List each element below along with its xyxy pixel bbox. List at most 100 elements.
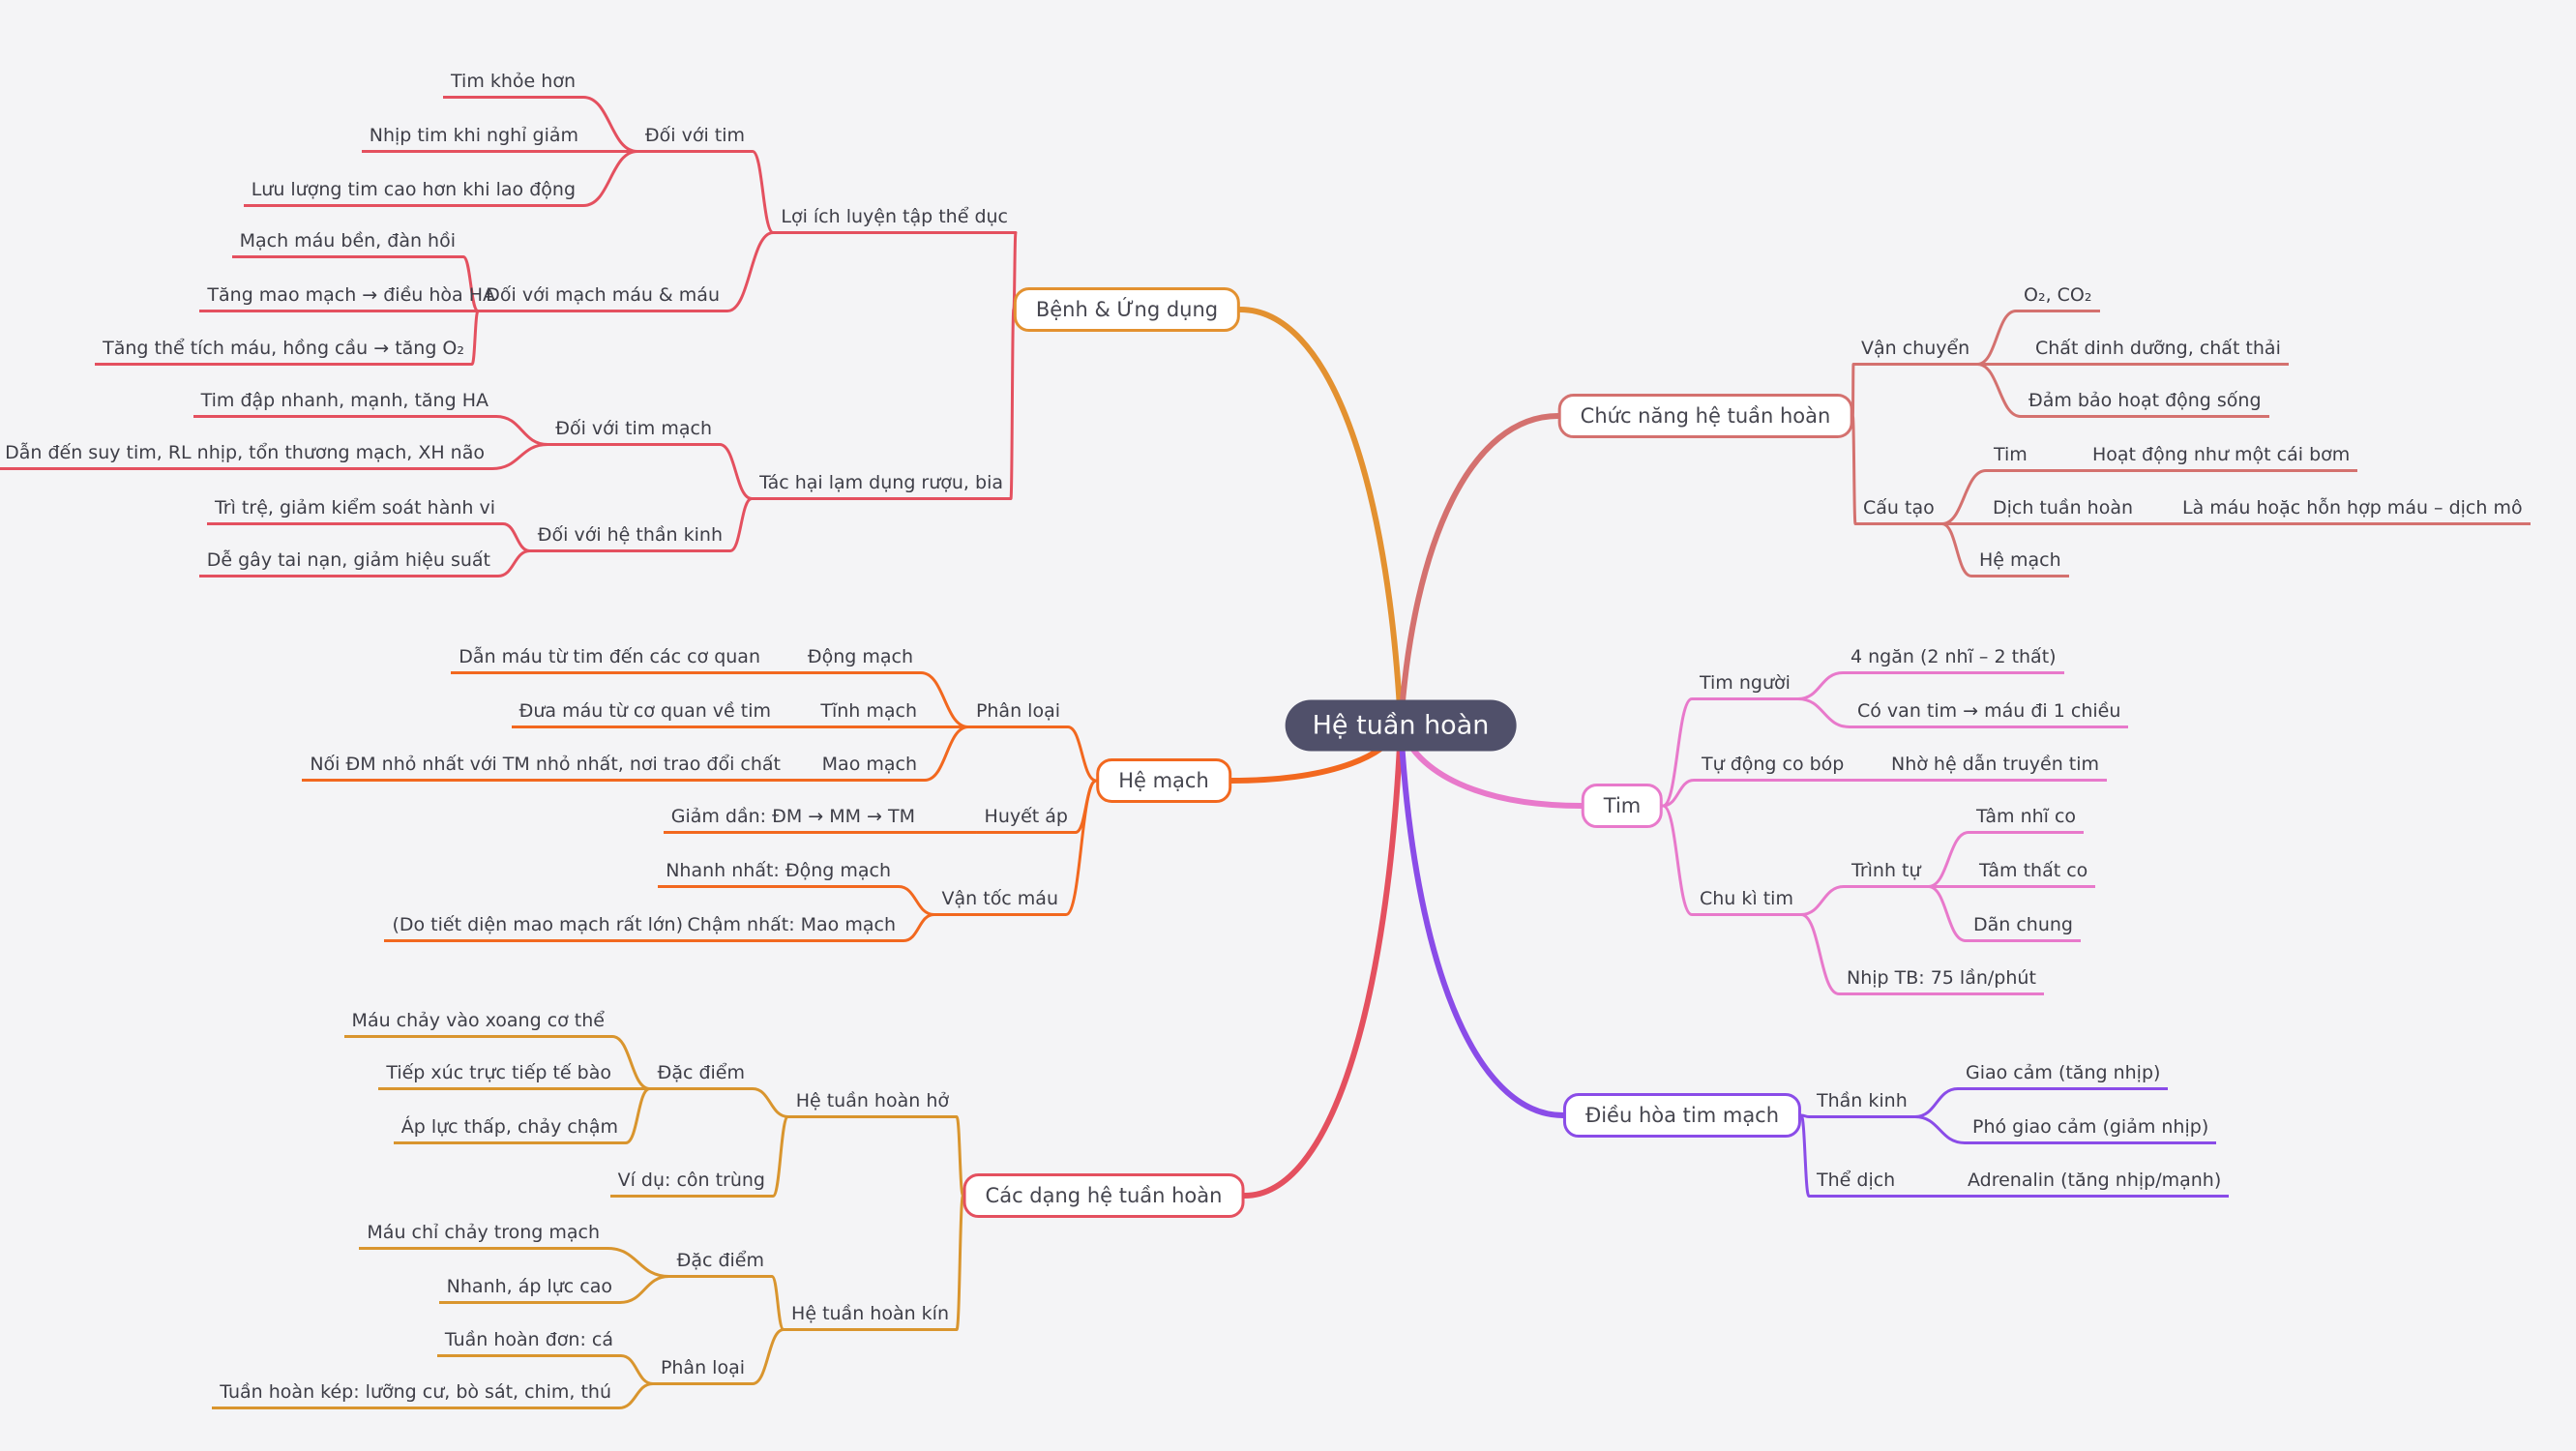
edge bbox=[1398, 723, 1566, 1118]
node-phan-loai[interactable]: Phân loại bbox=[652, 1353, 753, 1385]
node-do-tiet-dien-mao-mach-rat-lon[interactable]: (Do tiết diện mao mạch rất lớn) bbox=[384, 910, 691, 942]
edge bbox=[606, 1247, 671, 1278]
node-tam-that-co[interactable]: Tâm thất co bbox=[1971, 856, 2096, 888]
edge bbox=[771, 1115, 790, 1198]
node-co-van-tim-mau-i-1-chieu[interactable]: Có van tim → máu đi 1 chiều bbox=[1850, 696, 2129, 728]
node-mach-mau-ben-an-hoi[interactable]: Mạch máu bền, đàn hồi bbox=[231, 226, 463, 258]
topic-cac-dang-he-tuan-hoan[interactable]: Các dạng hệ tuần hoàn bbox=[962, 1173, 1245, 1218]
node-hoat-ong-nhu-mot-cai-bom[interactable]: Hoạt động như một cái bơm bbox=[2085, 440, 2358, 472]
edge bbox=[1398, 413, 1561, 728]
node-mau-chi-chay-trong-mach[interactable]: Máu chỉ chảy trong mạch bbox=[359, 1218, 607, 1250]
node-van-toc-mau[interactable]: Vận tốc máu bbox=[933, 884, 1066, 916]
node-oi-voi-he-than-kinh[interactable]: Đối với hệ thần kinh bbox=[529, 520, 730, 552]
node-cau-tao[interactable]: Cấu tạo bbox=[1855, 493, 1942, 525]
node-he-tuan-hoan-kin[interactable]: Hệ tuần hoàn kín bbox=[784, 1299, 957, 1331]
edge bbox=[725, 231, 775, 312]
node-tac-hai-lam-dung-ruou-bia[interactable]: Tác hại lạm dụng rượu, bia bbox=[752, 468, 1011, 500]
node-nhanh-ap-luc-cao[interactable]: Nhanh, áp lực cao bbox=[438, 1272, 620, 1304]
node-trinh-tu[interactable]: Trình tự bbox=[1844, 856, 1929, 888]
node-oi-voi-tim[interactable]: Đối với tim bbox=[637, 121, 753, 153]
node-tam-nhi-co[interactable]: Tâm nhĩ co bbox=[1969, 802, 2085, 834]
node-dich-tuan-hoan[interactable]: Dịch tuần hoàn bbox=[1985, 493, 2142, 525]
edge bbox=[1661, 779, 1696, 808]
root-node-label: Hệ tuần hoàn bbox=[1312, 710, 1490, 741]
topic-he-mach[interactable]: Hệ mạch bbox=[1096, 758, 1231, 803]
node-giao-cam-tang-nhip[interactable]: Giao cảm (tăng nhịp) bbox=[1958, 1058, 2169, 1090]
topic-benh-ung-dung[interactable]: Bệnh & Ứng dụng bbox=[1013, 287, 1241, 332]
node-dan-chung[interactable]: Dãn chung bbox=[1966, 910, 2081, 942]
node-huyet-ap[interactable]: Huyết áp bbox=[976, 802, 1076, 834]
node-tang-mao-mach-ieu-hoa-ha[interactable]: Tăng mao mạch → điều hòa HA bbox=[199, 281, 503, 312]
node-de-gay-tai-nan-giam-hieu-suat[interactable]: Dễ gây tai nạn, giảm hiệu suất bbox=[198, 546, 498, 577]
node-o-co[interactable]: O₂, CO₂ bbox=[2016, 281, 2100, 312]
node-tuan-hoan-kep-luong-cu-bo-sat-chim-thu[interactable]: Tuần hoàn kép: lưỡng cư, bò sát, chim, t… bbox=[212, 1377, 619, 1409]
node-nho-he-dan-truyen-tim[interactable]: Nhờ hệ dẫn truyền tim bbox=[1883, 750, 2108, 782]
node-nhip-tb-75-lan-phut[interactable]: Nhịp TB: 75 lần/phút bbox=[1839, 963, 2044, 995]
node-tim-khoe-hon[interactable]: Tim khỏe hơn bbox=[443, 67, 583, 99]
node-oi-voi-tim-mach[interactable]: Đối với tim mạch bbox=[548, 414, 720, 446]
node-than-kinh[interactable]: Thần kinh bbox=[1809, 1086, 1915, 1118]
node-pho-giao-cam-giam-nhip[interactable]: Phó giao cảm (giảm nhịp) bbox=[1965, 1112, 2217, 1144]
node-loi-ich-luyen-tap-the-duc[interactable]: Lợi ích luyện tập thể dục bbox=[773, 202, 1016, 234]
node-tinh-mach[interactable]: Tĩnh mạch bbox=[813, 696, 925, 728]
node-tuan-hoan-on-ca[interactable]: Tuần hoàn đơn: cá bbox=[436, 1325, 621, 1357]
topic-tim[interactable]: Tim bbox=[1581, 784, 1664, 828]
edge bbox=[581, 150, 639, 207]
node-ong-mach[interactable]: Động mạch bbox=[799, 642, 921, 674]
node-am-bao-hoat-ong-song[interactable]: Đảm bảo hoạt động sống bbox=[2021, 386, 2269, 418]
node-chat-dinh-duong-chat-thai[interactable]: Chất dinh dưỡng, chất thải bbox=[2028, 334, 2289, 366]
node-tiep-xuc-truc-tiep-te-bao[interactable]: Tiếp xúc trực tiếp tế bào bbox=[378, 1058, 619, 1090]
node-tim-nguoi[interactable]: Tim người bbox=[1692, 668, 1798, 700]
edge bbox=[470, 310, 480, 366]
node-chu-ki-tim[interactable]: Chu kì tim bbox=[1692, 884, 1801, 916]
node-4-ngan-2-nhi-2-that[interactable]: 4 ngăn (2 nhĩ – 2 thất) bbox=[1843, 642, 2064, 674]
node-he-tuan-hoan-ho[interactable]: Hệ tuần hoàn hở bbox=[787, 1086, 957, 1118]
edge bbox=[1796, 697, 1851, 728]
edge bbox=[618, 1275, 671, 1304]
edge bbox=[494, 415, 549, 446]
node-nhip-tim-khi-nghi-giam[interactable]: Nhịp tim khi nghỉ giảm bbox=[361, 121, 586, 153]
node-oi-voi-mach-mau-mau[interactable]: Đối với mạch máu & máu bbox=[478, 281, 727, 312]
node-cham-nhat-mao-mach[interactable]: Chậm nhất: Mao mạch bbox=[679, 910, 903, 942]
node-nhanh-nhat-ong-mach[interactable]: Nhanh nhất: Động mạch bbox=[658, 856, 899, 888]
node-giam-dan-m-mm-tm[interactable]: Giảm dần: ĐM → MM → TM bbox=[663, 802, 923, 834]
root-node[interactable]: Hệ tuần hoàn bbox=[1285, 699, 1517, 752]
edge bbox=[1064, 779, 1098, 916]
edge bbox=[490, 443, 549, 470]
node-tu-ong-co-bop[interactable]: Tự động co bóp bbox=[1694, 750, 1852, 782]
node-mau-chay-vao-xoang-co-the[interactable]: Máu chảy vào xoang cơ thể bbox=[343, 1006, 612, 1038]
node-la-mau-hoac-hon-hop-mau-dich-mo[interactable]: Là máu hoặc hỗn hợp máu – dịch mô bbox=[2175, 493, 2531, 525]
edge bbox=[619, 1354, 655, 1385]
node-he-mach[interactable]: Hệ mạch bbox=[1971, 546, 2069, 577]
edge bbox=[1927, 831, 1970, 888]
edge bbox=[897, 885, 936, 916]
edge bbox=[1975, 310, 2018, 366]
node-ap-luc-thap-chay-cham[interactable]: Áp lực thấp, chảy chậm bbox=[393, 1112, 626, 1144]
topic-chuc-nang-he-tuan-hoan[interactable]: Chức năng hệ tuần hoàn bbox=[1557, 394, 1853, 438]
node-adrenalin-tang-nhip-manh[interactable]: Adrenalin (tăng nhịp/mạnh) bbox=[1960, 1166, 2230, 1198]
node-the-dich[interactable]: Thể dịch bbox=[1809, 1166, 1904, 1198]
node-tim[interactable]: Tim bbox=[1986, 440, 2035, 472]
node-luu-luong-tim-cao-hon-khi-lao-ong[interactable]: Lưu lượng tim cao hơn khi lao động bbox=[243, 175, 583, 207]
node-noi-m-nho-nhat-voi-tm-nho-nhat-noi-trao-[interactable]: Nối ĐM nhỏ nhất với TM nhỏ nhất, nơi tra… bbox=[302, 750, 788, 782]
edge bbox=[1913, 1087, 1960, 1118]
edge bbox=[501, 522, 532, 552]
node-ac-iem[interactable]: Đặc điểm bbox=[649, 1058, 753, 1090]
node-dan-mau-tu-tim-en-cac-co-quan[interactable]: Dẫn máu từ tim đến các cơ quan bbox=[451, 642, 768, 674]
edge bbox=[461, 255, 480, 312]
node-tang-the-tich-mau-hong-cau-tang-o[interactable]: Tăng thể tích máu, hồng cầu → tăng O₂ bbox=[95, 334, 472, 366]
edge bbox=[751, 1087, 790, 1118]
node-van-chuyen[interactable]: Vận chuyển bbox=[1853, 334, 1978, 366]
node-vi-du-con-trung[interactable]: Ví dụ: côn trùng bbox=[609, 1166, 773, 1198]
node-ac-iem[interactable]: Đặc điểm bbox=[668, 1246, 772, 1278]
node-tim-ap-nhanh-manh-tang-ha[interactable]: Tim đập nhanh, mạnh, tăng HA bbox=[192, 386, 496, 418]
topic-ieu-hoa-tim-mach[interactable]: Điều hòa tim mạch bbox=[1562, 1093, 1802, 1138]
edge bbox=[1851, 363, 1855, 418]
node-tri-tre-giam-kiem-soat-hanh-vi[interactable]: Trì trệ, giảm kiểm soát hành vi bbox=[206, 493, 503, 525]
node-ua-mau-tu-co-quan-ve-tim[interactable]: Đưa máu từ cơ quan về tim bbox=[511, 696, 779, 728]
node-phan-loai[interactable]: Phân loại bbox=[967, 696, 1068, 728]
edge bbox=[1237, 307, 1404, 728]
edge bbox=[955, 1194, 965, 1331]
node-mao-mach[interactable]: Mao mạch bbox=[814, 750, 925, 782]
node-dan-en-suy-tim-rl-nhip-ton-thuong-mach-x[interactable]: Dẫn đến suy tim, RL nhịp, tổn thương mạc… bbox=[0, 438, 492, 470]
